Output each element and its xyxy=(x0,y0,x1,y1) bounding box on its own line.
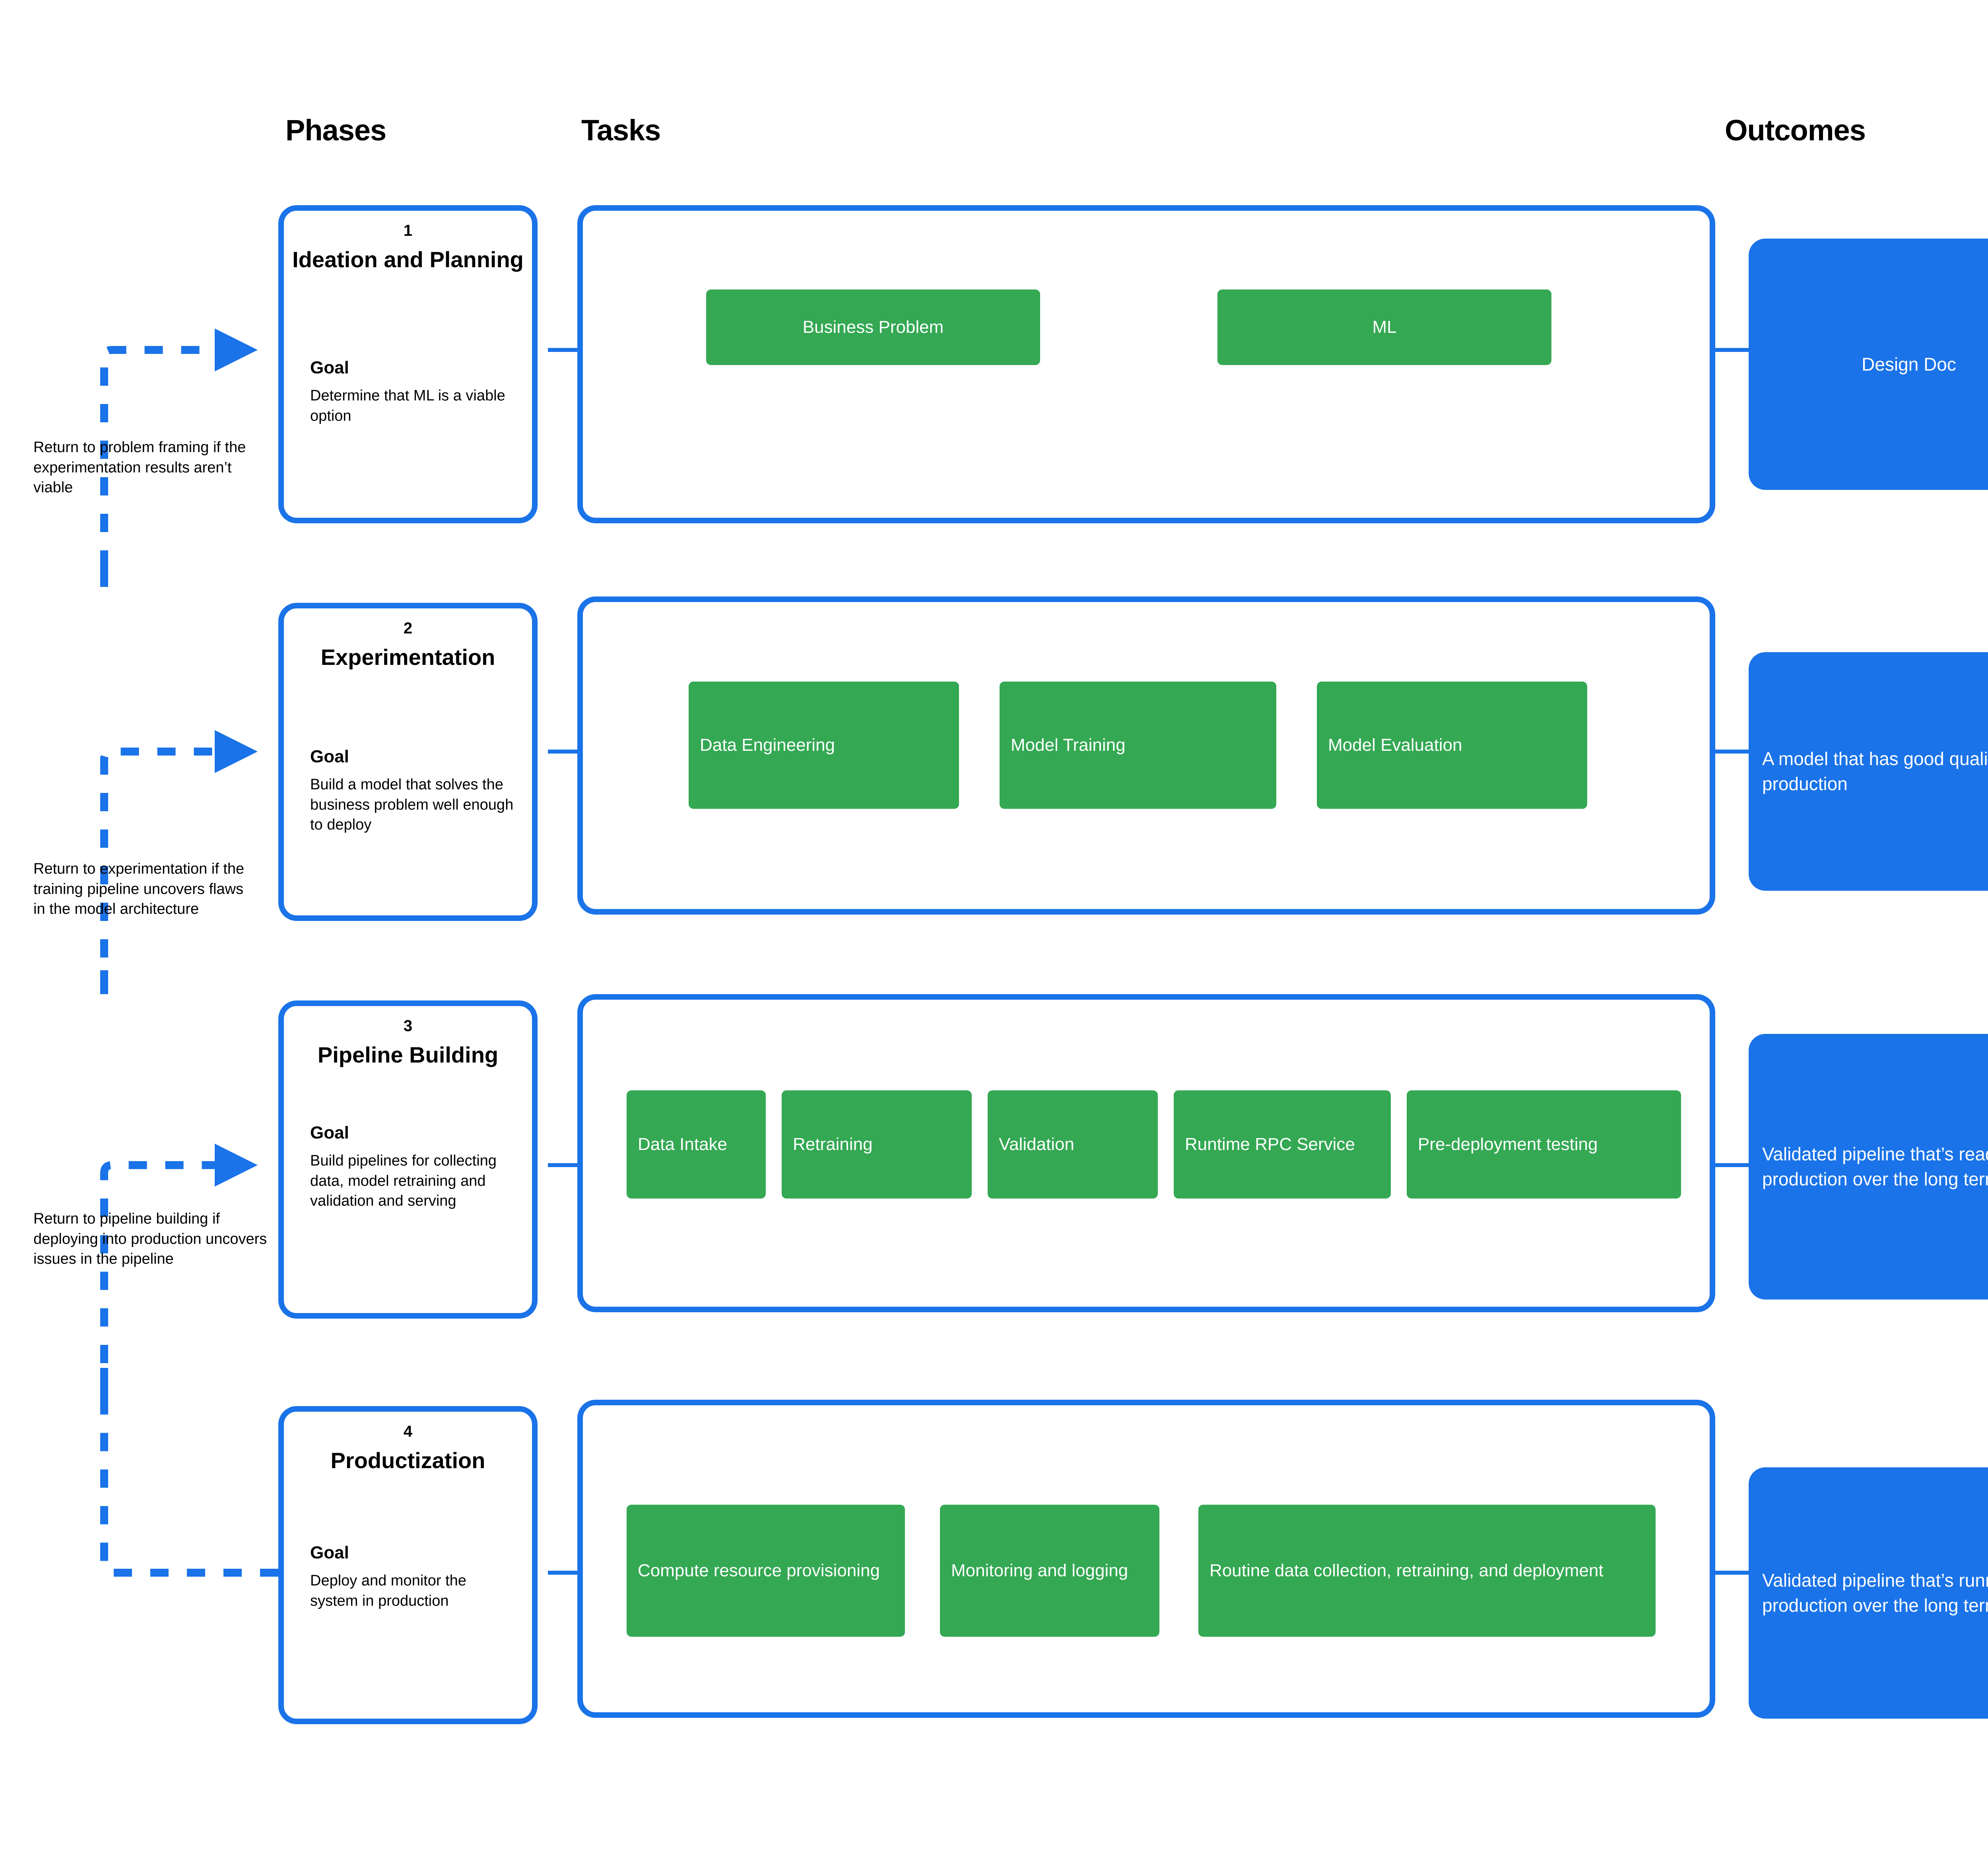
column-header-phases: Phases xyxy=(285,114,386,147)
goal-text: Deploy and monitor the system in product… xyxy=(310,1572,466,1609)
task-label: Business Problem xyxy=(802,317,944,337)
outcome-label: Validated pipeline that’s ready for prod… xyxy=(1762,1144,1988,1189)
phase-card-4[interactable]: 4 Productization Goal Deploy and monitor… xyxy=(278,1406,538,1724)
feedback-rail-bottom xyxy=(100,1400,278,1577)
task-box[interactable]: Monitoring and logging xyxy=(940,1505,1159,1637)
task-label: Model Evaluation xyxy=(1328,735,1462,755)
feedback-arrow-to-phase3 xyxy=(100,1144,258,1400)
task-label: ML xyxy=(1372,317,1397,337)
task-label: Runtime RPC Service xyxy=(1185,1134,1355,1154)
phase-task-links xyxy=(548,348,577,1575)
outcome-box-1[interactable]: Design Doc xyxy=(1749,239,1988,490)
task-box[interactable]: Business Problem xyxy=(706,289,1040,365)
phase-title: Experimentation xyxy=(320,645,495,670)
annotation-return-to-problem-framing: Return to problem framing if the experim… xyxy=(33,439,246,496)
goal-label: Goal xyxy=(310,747,349,766)
task-label: Model Training xyxy=(1011,735,1126,755)
column-header-outcomes: Outcomes xyxy=(1725,114,1866,147)
outcome-box-4[interactable]: Validated pipeline that’s running in pro… xyxy=(1749,1467,1988,1719)
phase-number: 4 xyxy=(403,1423,413,1440)
task-label: Monitoring and logging xyxy=(951,1561,1128,1581)
outcome-label: Design Doc xyxy=(1862,354,1956,375)
task-label: Routine data collection, retraining, and… xyxy=(1209,1561,1604,1581)
task-box[interactable]: ML xyxy=(1217,289,1551,365)
task-box[interactable]: Pre-deployment testing xyxy=(1407,1090,1681,1199)
annotation-return-to-experimentation-pipeline: Return to experimentation if the trainin… xyxy=(33,861,245,918)
goal-label: Goal xyxy=(310,1123,349,1142)
task-label: Compute resource provisioning xyxy=(638,1561,880,1581)
task-box[interactable]: Data Intake xyxy=(627,1090,766,1199)
task-box[interactable]: Model Evaluation xyxy=(1317,682,1587,809)
phase-title: Productization xyxy=(330,1448,485,1473)
task-box[interactable]: Retraining xyxy=(782,1090,972,1199)
goal-text: Determine that ML is a viable option xyxy=(310,387,505,424)
phase-title: Pipeline Building xyxy=(317,1042,499,1067)
task-box[interactable]: Compute resource provisioning xyxy=(627,1505,905,1637)
task-label: Pre-deployment testing xyxy=(1418,1134,1598,1154)
outcome-label: A model that has good quality for produc… xyxy=(1762,748,1988,794)
tasks-panel-2: Data Engineering Model Training Model Ev… xyxy=(577,596,1715,915)
task-box[interactable]: Model Training xyxy=(1000,682,1276,809)
outcome-label: Validated pipeline that’s running in pro… xyxy=(1762,1570,1988,1616)
outcome-box-2[interactable]: A model that has good quality for produc… xyxy=(1749,652,1988,891)
task-label: Retraining xyxy=(793,1134,873,1154)
task-box[interactable]: Validation xyxy=(988,1090,1158,1199)
goal-text: Build pipelines for collecting data, mod… xyxy=(310,1152,497,1210)
task-box[interactable]: Data Engineering xyxy=(689,682,959,809)
phase-card-1[interactable]: 1 Ideation and Planning Goal Determine t… xyxy=(278,205,538,523)
phase-title: Ideation and Planning xyxy=(292,247,524,272)
column-header-tasks: Tasks xyxy=(581,114,661,147)
goal-label: Goal xyxy=(310,358,349,377)
goal-text: Build a model that solves the business p… xyxy=(310,776,514,833)
tasks-panel-4: Compute resource provisioning Monitoring… xyxy=(577,1400,1715,1718)
tasks-panel-1: Business Problem ML xyxy=(577,205,1715,523)
task-label: Data Intake xyxy=(638,1134,728,1154)
task-box[interactable]: Runtime RPC Service xyxy=(1174,1090,1391,1199)
goal-label: Goal xyxy=(310,1543,349,1562)
phase-number: 2 xyxy=(403,620,413,637)
task-outcome-links xyxy=(1710,348,1749,1575)
task-label: Data Engineering xyxy=(700,735,835,755)
phase-card-2[interactable]: 2 Experimentation Goal Build a model tha… xyxy=(278,603,538,921)
outcome-box-3[interactable]: Validated pipeline that’s ready for prod… xyxy=(1749,1034,1988,1300)
annotation-return-to-pipeline-building: Return to pipeline building if deploying… xyxy=(33,1210,267,1268)
task-label: Validation xyxy=(999,1134,1074,1154)
phase-number: 3 xyxy=(403,1017,413,1035)
task-box[interactable]: Routine data collection, retraining, and… xyxy=(1198,1505,1656,1637)
tasks-panel-3: Data Intake Retraining Validation Runtim… xyxy=(577,994,1715,1312)
phase-card-3[interactable]: 3 Pipeline Building Goal Build pipelines… xyxy=(278,1000,538,1319)
phase-number: 1 xyxy=(403,222,413,239)
